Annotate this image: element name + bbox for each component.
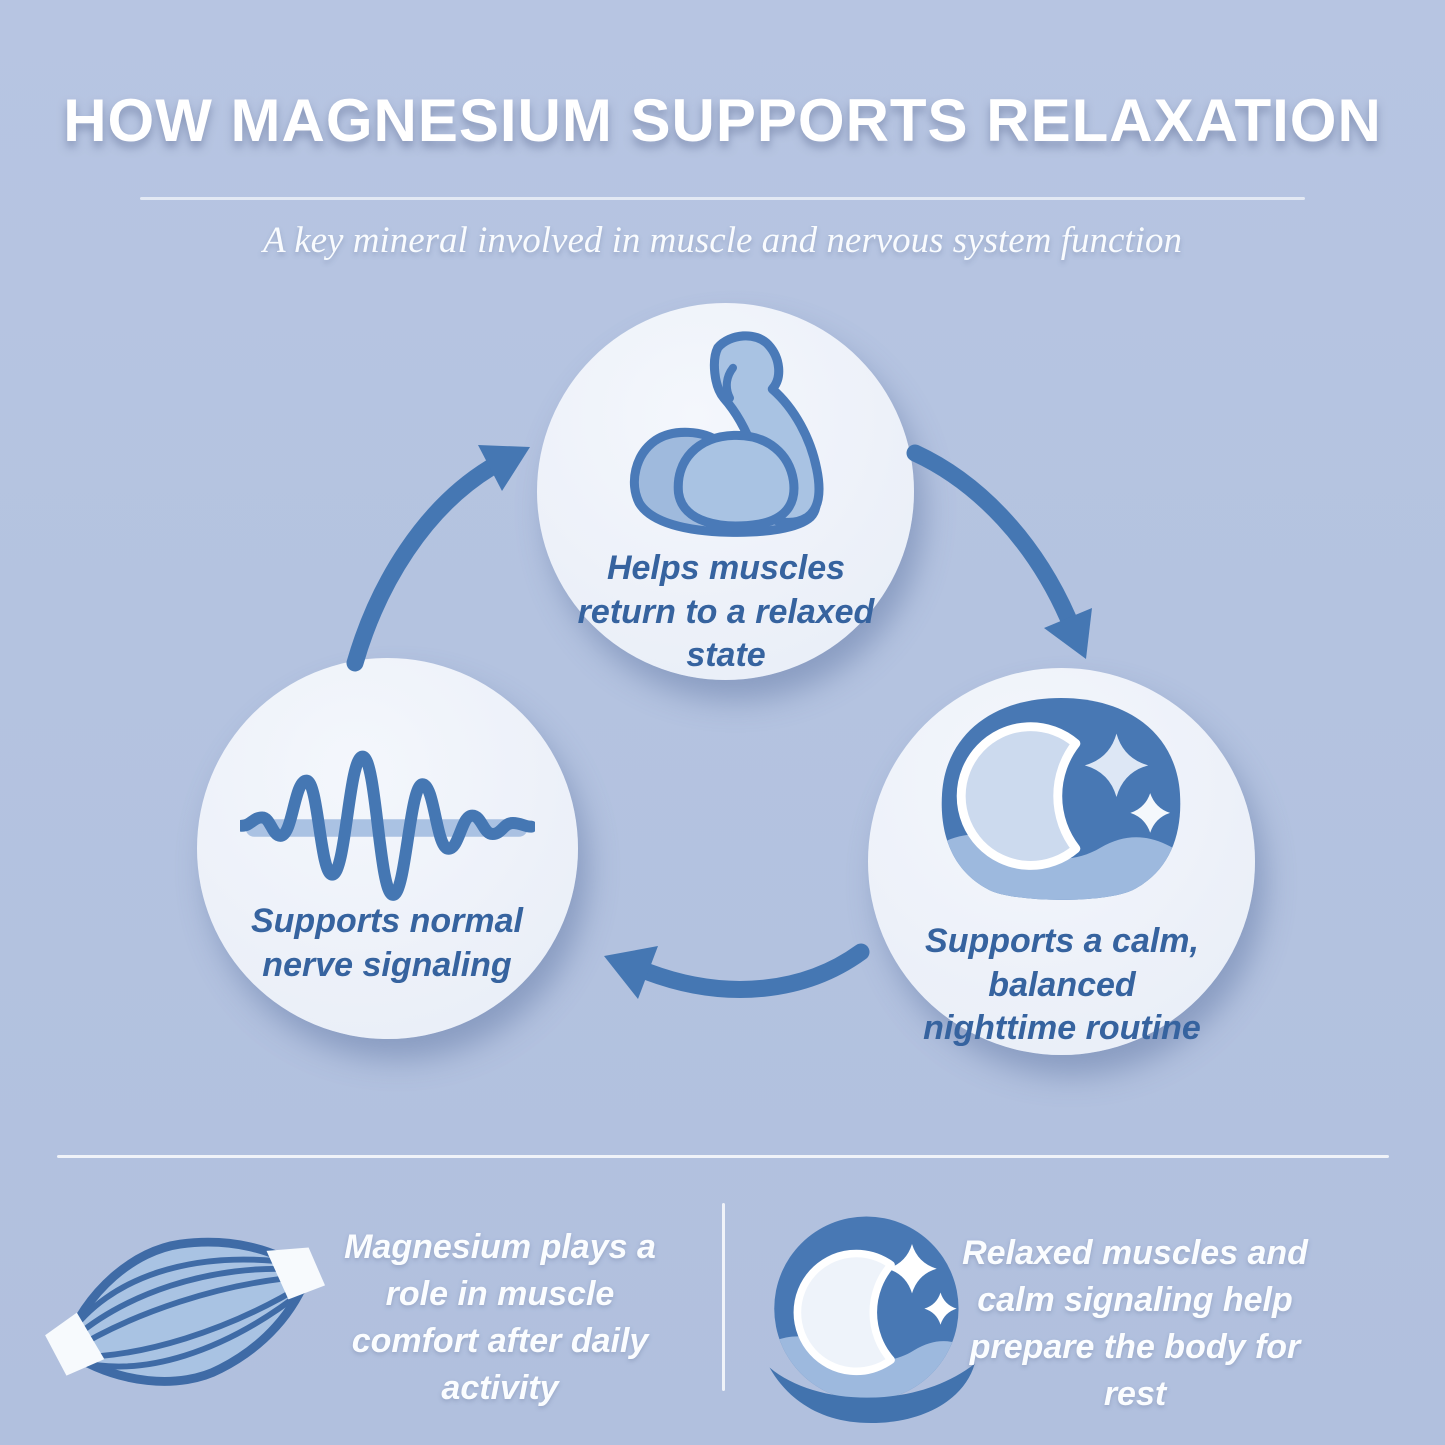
footer-rest-text: Relaxed muscles and calm signaling help …	[962, 1234, 1308, 1413]
footer-vertical-divider	[722, 1203, 725, 1391]
arrow-night-to-nerve-icon	[604, 943, 870, 999]
step-night-label: Supports a calm, balanced nighttime rout…	[923, 922, 1201, 1048]
footer-muscle-text: Magnesium plays a role in muscle comfort…	[344, 1228, 656, 1407]
page-subtitle: A key mineral involved in muscle and ner…	[263, 220, 1182, 261]
moon-badge-icon	[769, 1216, 975, 1423]
nerve-signal-wave-icon	[240, 750, 535, 901]
muscle-fiber-icon	[45, 1237, 326, 1386]
step-muscle-label: Helps muscles return to a relaxed state	[577, 549, 875, 675]
step-night-circle: Supports a calm, balanced nighttime rout…	[868, 668, 1255, 1055]
arrow-muscle-to-night-icon	[906, 444, 1092, 659]
page-title: HOW MAGNESIUM SUPPORTS RELAXATION	[63, 87, 1382, 154]
moon-stars-icon	[941, 697, 1181, 900]
step-nerve-circle: Supports normal nerve signaling	[197, 658, 578, 1039]
flexed-bicep-icon	[629, 331, 824, 537]
step-muscle-circle: Helps muscles return to a relaxed state	[537, 303, 914, 680]
footer-divider	[57, 1155, 1389, 1158]
arrow-nerve-to-muscle-icon	[346, 445, 530, 672]
step-nerve-label: Supports normal nerve signaling	[250, 902, 524, 984]
title-divider	[140, 197, 1305, 200]
